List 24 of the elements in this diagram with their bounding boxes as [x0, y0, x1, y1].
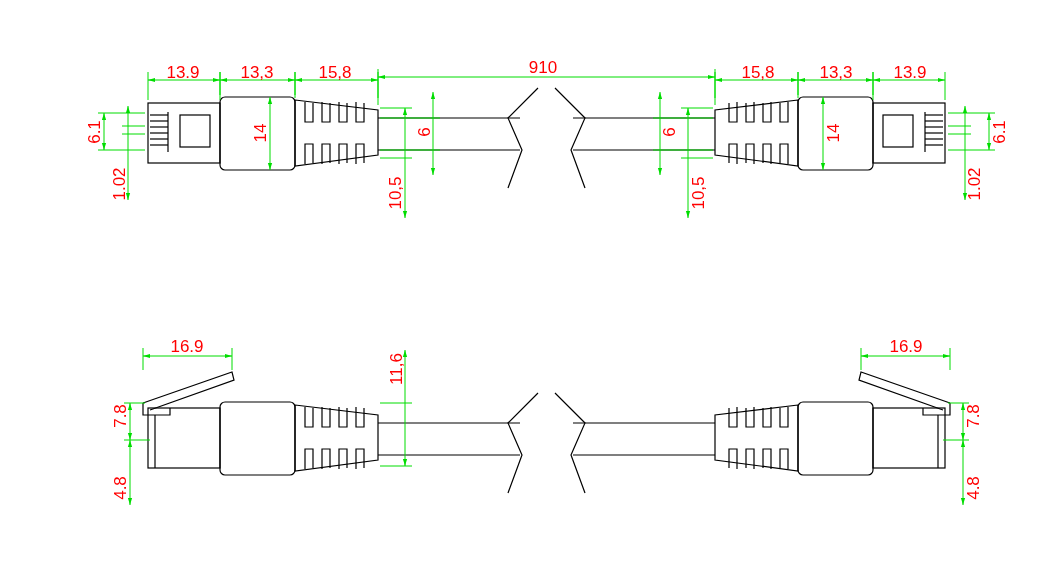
dimension-label: 13.9: [166, 63, 200, 81]
dimension-label: 14: [251, 123, 269, 143]
dimension-label: 11,6: [387, 353, 405, 385]
dimension-label: 10,5: [689, 176, 707, 210]
dimension-label: 7.8: [964, 404, 982, 428]
dimension-label: 1.02: [965, 167, 983, 201]
dimension-label: 13,3: [819, 63, 853, 81]
dimension-label: 13,3: [240, 63, 274, 81]
dimension-label: 4.8: [964, 476, 982, 500]
dimension-label: 15,8: [741, 63, 775, 81]
dimension-label: 13.9: [893, 63, 927, 81]
dimension-label: 6: [415, 127, 433, 137]
dimension-label: 6: [660, 127, 678, 137]
dimension-label: 4.8: [111, 476, 129, 500]
dimension-label: 6.1: [85, 120, 103, 144]
dimension-label: 14: [824, 123, 842, 143]
dimension-label: 7.8: [111, 404, 129, 428]
dimension-label: 910: [528, 58, 558, 76]
dimension-label: 15,8: [318, 63, 352, 81]
dimension-label: 10,5: [386, 176, 404, 210]
dimension-label: 6.1: [990, 120, 1008, 144]
dimension-label: 16.9: [889, 337, 923, 355]
dimension-label: 16.9: [170, 337, 204, 355]
dimension-label: 1.02: [110, 167, 128, 201]
